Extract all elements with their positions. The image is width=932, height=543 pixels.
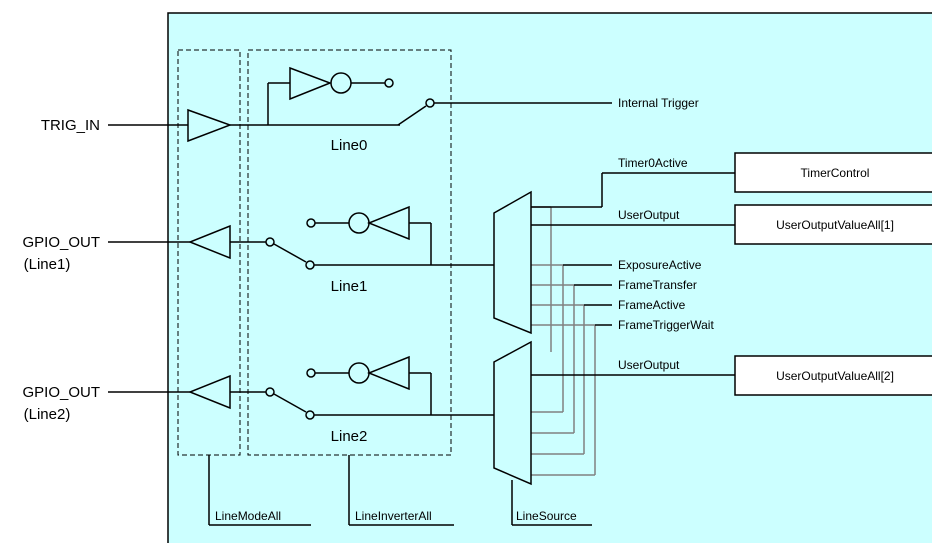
user-output-value-all-2-block xyxy=(734,355,932,396)
line1-label: Line1 xyxy=(331,278,368,295)
frame-active-label: FrameActive xyxy=(618,298,686,312)
trig-in-label: TRIG_IN xyxy=(41,117,100,134)
gpio-out-line2-sublabel: (Line2) xyxy=(24,406,71,423)
user-output-value-all-2-label: UserOutputValueAll[2] xyxy=(776,369,894,383)
source-wires-gray xyxy=(531,206,596,476)
user-output-1-label: UserOutput xyxy=(618,208,680,222)
device-panel xyxy=(167,12,932,543)
gpio-out-line1-sublabel: (Line1) xyxy=(24,256,71,273)
frame-transfer-label: FrameTransfer xyxy=(618,278,697,292)
user-output-value-all-1-label: UserOutputValueAll[1] xyxy=(776,218,894,232)
line2-multiplexer xyxy=(493,340,532,486)
line-inverter-all-label: LineInverterAll xyxy=(355,509,432,523)
timer-control-block xyxy=(734,152,932,193)
gpio-out-line2-label: GPIO_OUT xyxy=(22,384,100,401)
trig-in-path xyxy=(108,66,612,143)
user-output-2-label: UserOutput xyxy=(618,358,680,372)
gpio-line1-path xyxy=(108,205,494,270)
frame-trigger-wait-label: FrameTriggerWait xyxy=(618,318,714,332)
line1-multiplexer xyxy=(493,190,532,335)
line-mode-all-label: LineModeAll xyxy=(215,509,281,523)
internal-trigger-label: Internal Trigger xyxy=(618,96,699,110)
source-wires-black xyxy=(208,172,735,526)
gpio-line2-path xyxy=(108,355,494,420)
timer-control-label: TimerControl xyxy=(801,166,870,180)
gpio-out-line1-label: GPIO_OUT xyxy=(22,234,100,251)
user-output-value-all-1-block xyxy=(734,204,932,245)
line0-label: Line0 xyxy=(331,137,368,154)
exposure-active-label: ExposureActive xyxy=(618,258,702,272)
timer0-active-label: Timer0Active xyxy=(618,156,688,170)
line2-label: Line2 xyxy=(331,428,368,445)
line-source-label: LineSource xyxy=(516,509,577,523)
